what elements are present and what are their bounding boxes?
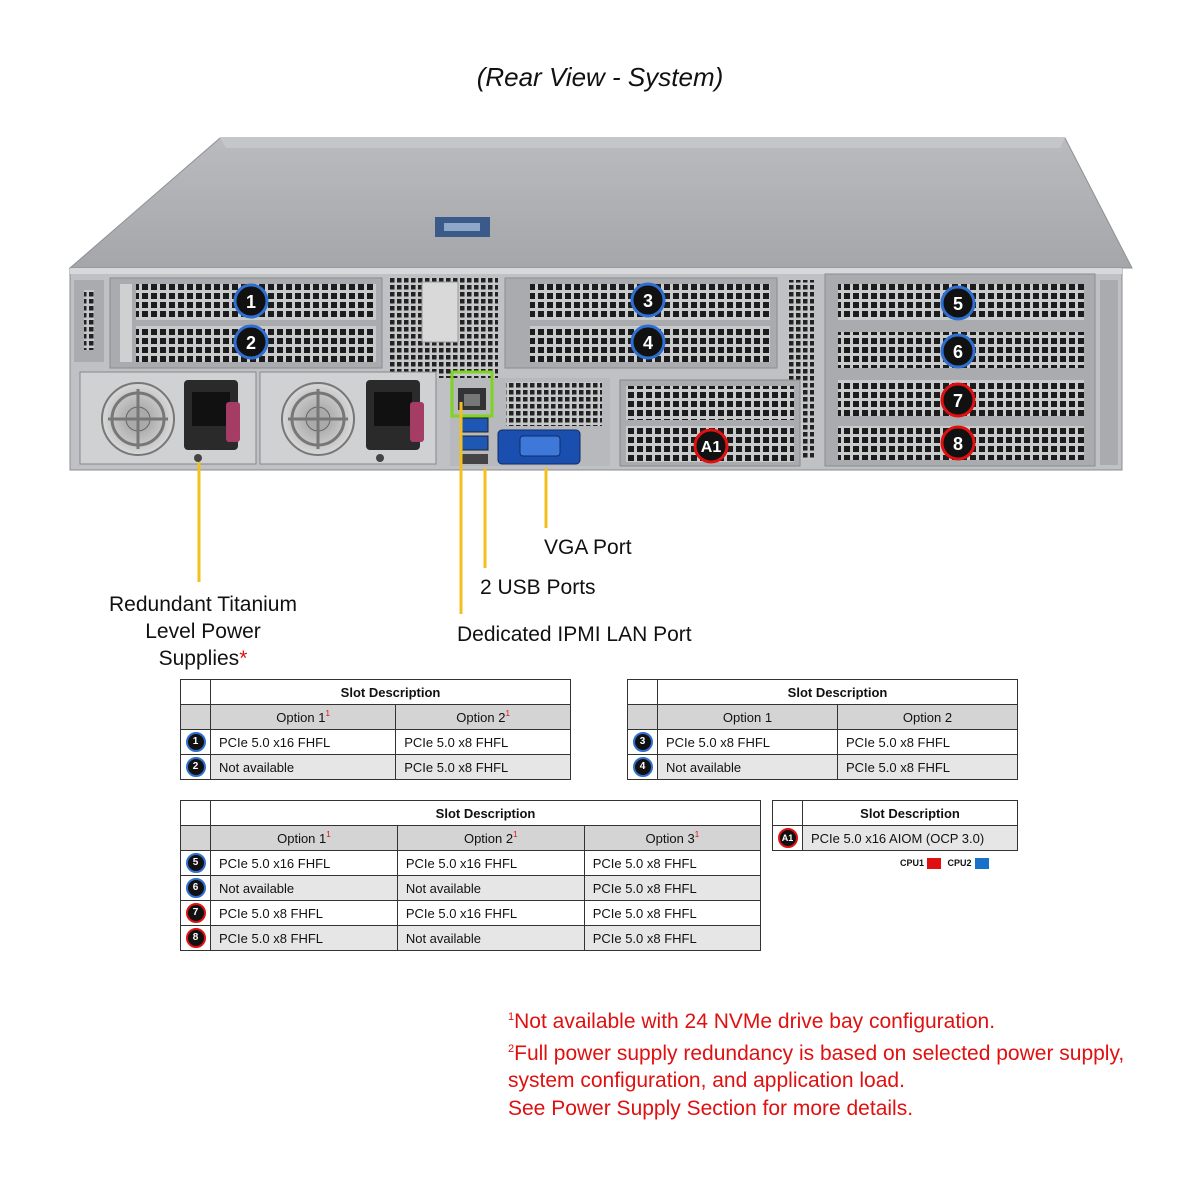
slot-badge-icon: 4 [632, 757, 653, 777]
footnote-1: 1Not available with 24 NVMe drive bay co… [508, 1010, 996, 1033]
svg-text:5: 5 [953, 294, 963, 314]
slot-badge-icon: 2 [185, 757, 206, 777]
cpu-legend: CPU1 CPU2 [900, 858, 993, 870]
slot-table-3-4: Slot Description Option 1 Option 2 3 PCI… [627, 679, 1018, 780]
svg-text:6: 6 [953, 342, 963, 362]
table-header: Option 2 [837, 704, 1018, 730]
footnote-marker: * [239, 647, 248, 670]
slot-badge-icon: 1 [185, 732, 206, 752]
slot-badge-8-icon: 8 [940, 425, 976, 461]
slot-badge-2-icon: 2 [233, 324, 269, 360]
slot-badge-icon: 7 [185, 903, 206, 923]
slot-badge-icon: 6 [185, 878, 206, 898]
slot-badge-3-icon: 3 [630, 282, 666, 318]
svg-text:4: 4 [643, 333, 653, 353]
slot-badge-a1-icon: A1 [693, 428, 729, 464]
slot-badge-icon: A1 [777, 828, 798, 848]
svg-text:1: 1 [246, 292, 256, 312]
ipmi-port-highlight [450, 370, 494, 418]
cpu2-legend-label: CPU2 [947, 858, 972, 868]
vga-callout: VGA Port [544, 536, 632, 559]
slot-table-a1: Slot Description A1 PCIe 5.0 x16 AIOM (O… [772, 800, 1018, 851]
table-title: Slot Description [210, 679, 571, 705]
usb-callout: 2 USB Ports [480, 576, 596, 599]
slot-badge-1-icon: 1 [233, 283, 269, 319]
server-chassis-rear-view: 1 2 3 4 5 6 7 8 A1 [68, 137, 1133, 471]
table-header: Option 31 [583, 825, 762, 851]
table-title: Slot Description [657, 679, 1018, 705]
footnote-2: 2Full power supply redundancy is based o… [508, 1041, 1125, 1065]
footnotes: 1Not available with 24 NVMe drive bay co… [508, 1004, 1168, 1122]
slot-table-5-8: Slot Description Option 11 Option 21 Opt… [180, 800, 762, 951]
slot-badge-icon: 8 [185, 928, 206, 948]
table-header: Option 1 [657, 704, 838, 730]
slot-badge-icon: 3 [632, 732, 653, 752]
footnote-2-line-2: system configuration, and application lo… [508, 1069, 905, 1092]
table-header: Option 21 [396, 825, 585, 851]
cpu2-swatch [974, 858, 989, 870]
table-header: Option 11 [209, 704, 397, 730]
psu-callout: Redundant Titanium Level Power Supplies* [109, 593, 297, 670]
table-title: Slot Description [802, 800, 1018, 826]
footnote-2-line-3: See Power Supply Section for more detail… [508, 1096, 914, 1120]
table-header: Option 11 [210, 825, 398, 851]
table-title: Slot Description [210, 800, 761, 826]
slot-badge-4-icon: 4 [630, 324, 666, 360]
table-header: Option 21 [395, 704, 571, 730]
svg-text:7: 7 [953, 391, 963, 411]
ipmi-callout: Dedicated IPMI LAN Port [457, 623, 692, 646]
slot-badge-5-icon: 5 [940, 285, 976, 321]
svg-text:3: 3 [643, 291, 653, 311]
svg-text:A1: A1 [701, 439, 722, 456]
cpu1-swatch [927, 858, 942, 870]
slot-badge-7-icon: 7 [940, 382, 976, 418]
cpu1-legend-label: CPU1 [900, 858, 925, 868]
slot-badge-6-icon: 6 [940, 333, 976, 369]
table-corner [180, 679, 211, 705]
slot-table-1-2: Slot Description Option 11 Option 21 1 P… [180, 679, 571, 780]
svg-text:8: 8 [953, 434, 963, 454]
svg-text:2: 2 [246, 333, 256, 353]
table-row: A1 PCIe 5.0 x16 AIOM (OCP 3.0) [772, 825, 1018, 851]
view-title: (Rear View - System) [476, 62, 724, 92]
slot-badge-icon: 5 [185, 853, 206, 873]
